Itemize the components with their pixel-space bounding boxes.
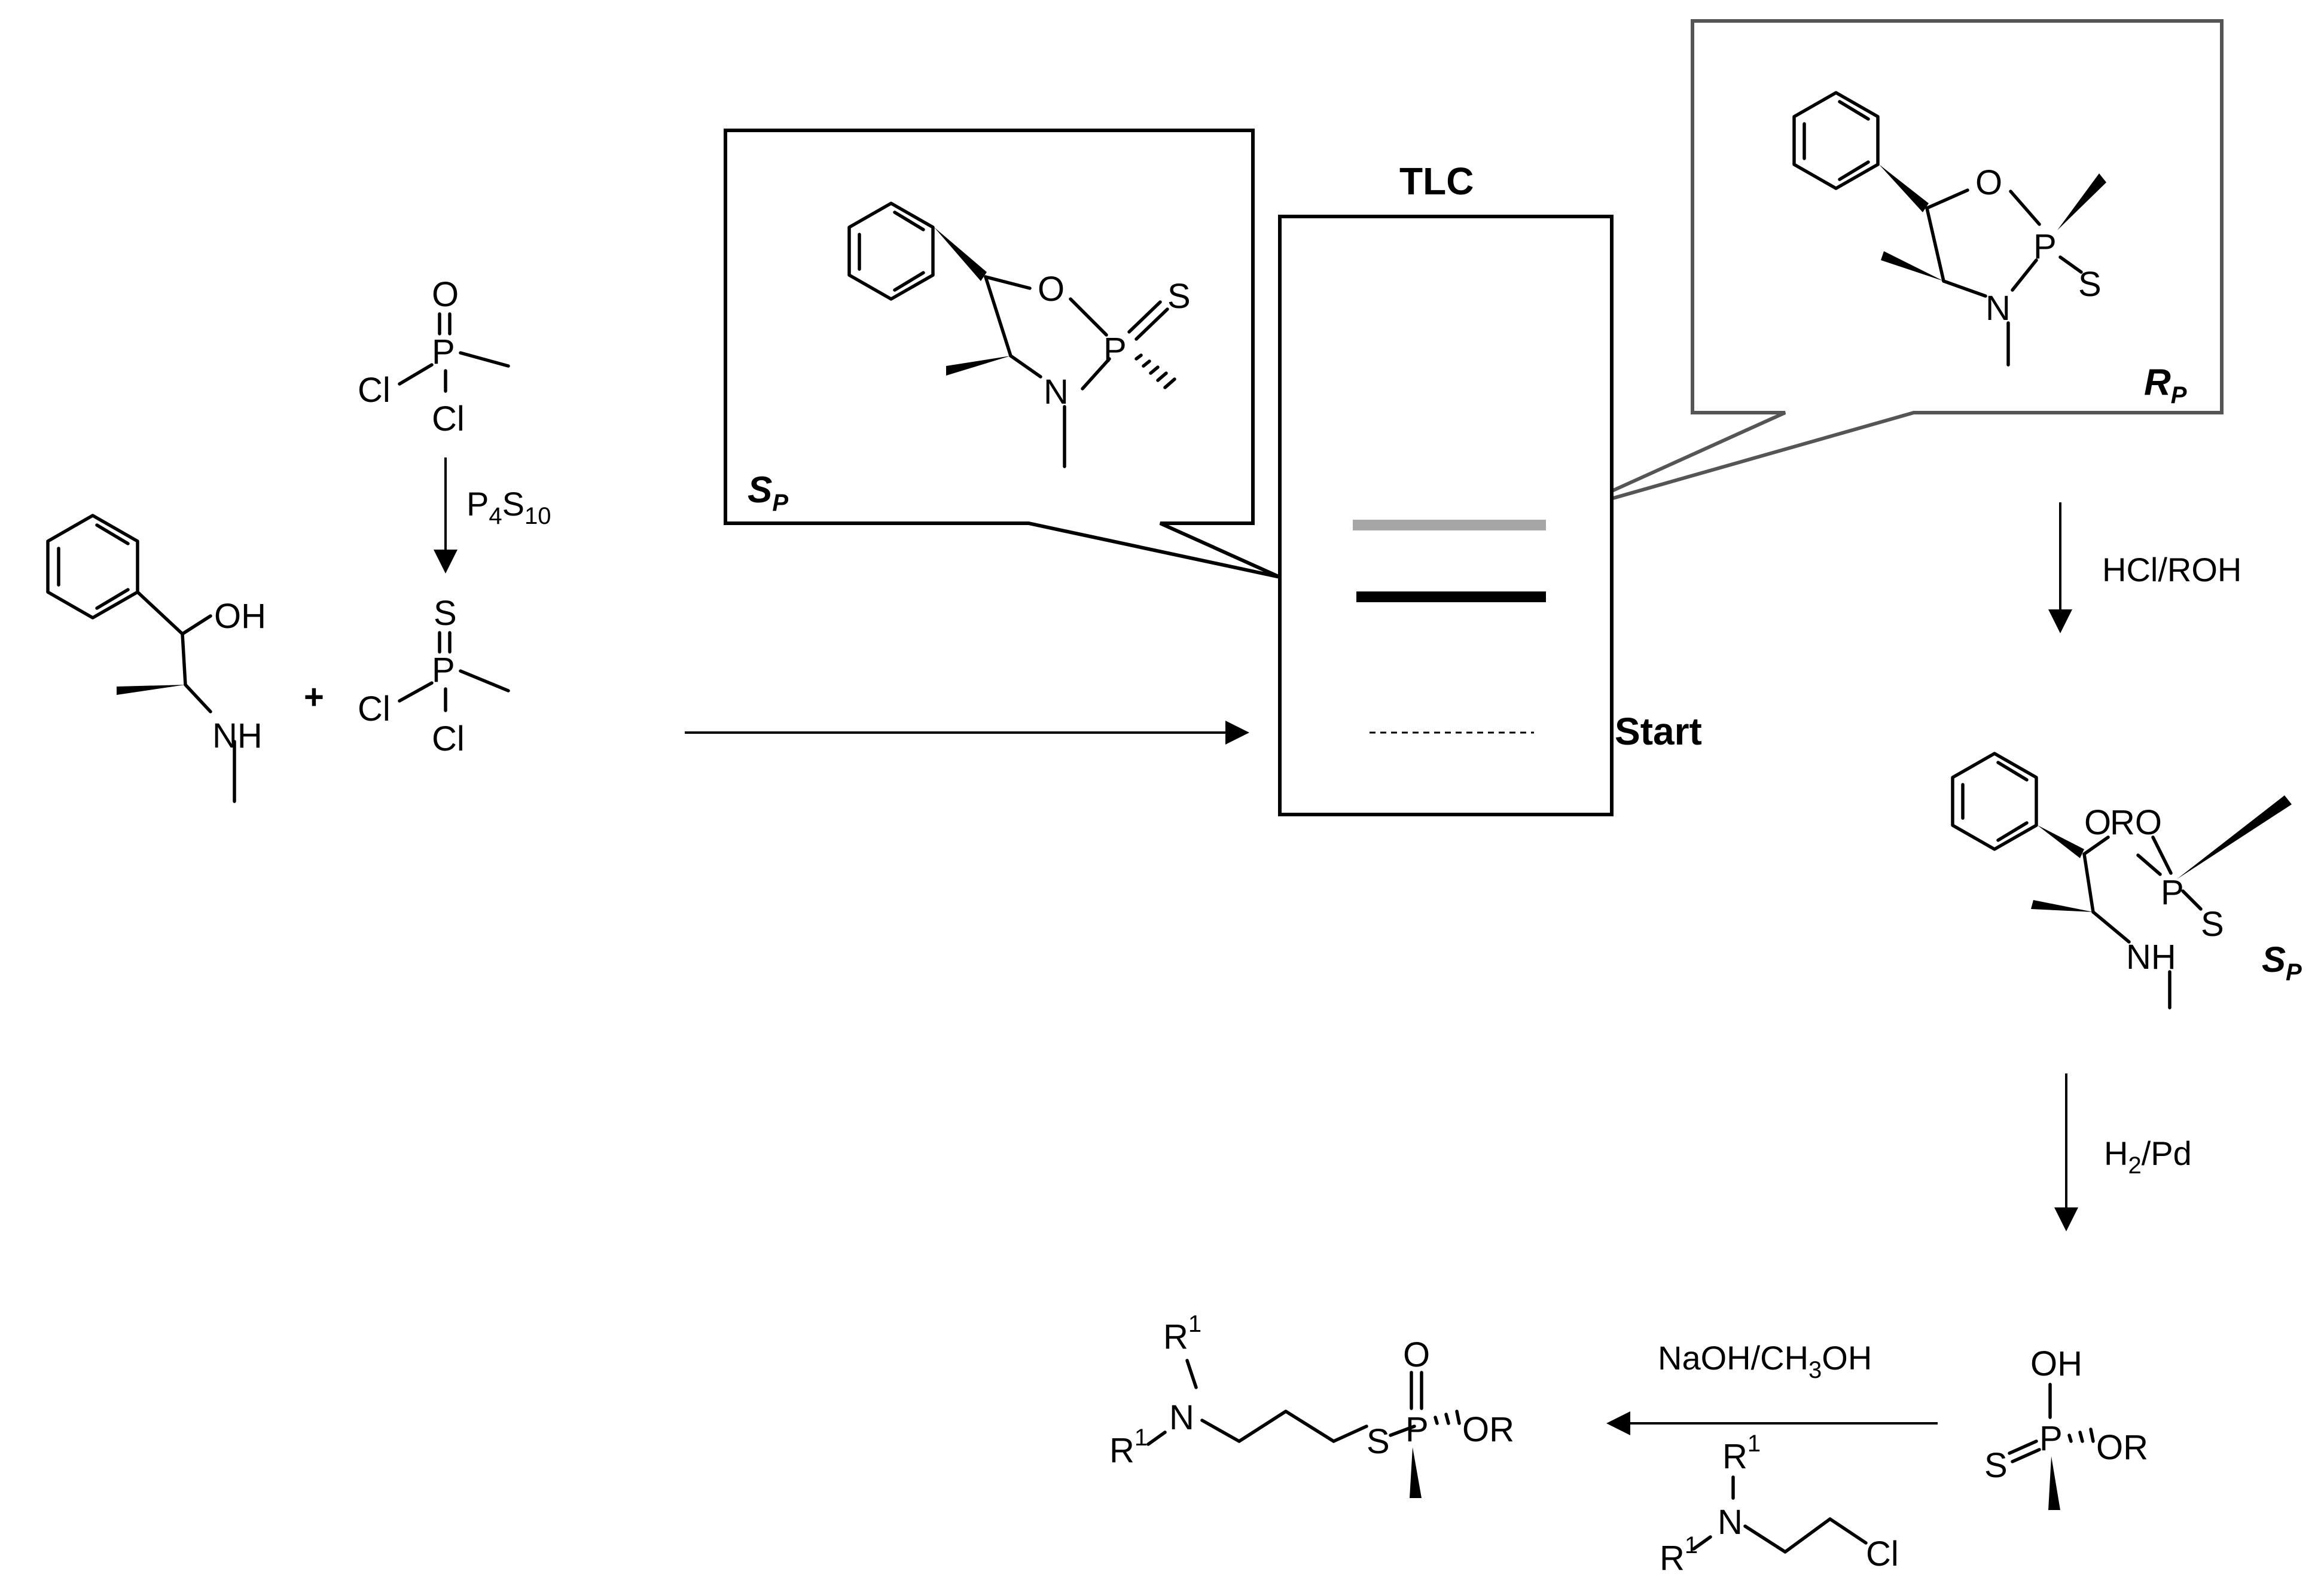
tlc-plate: TLC Start (1278, 160, 1702, 816)
p4s10-label: P4S10 (466, 485, 551, 529)
nh-label: NH (212, 716, 263, 755)
ephedrine-molecule: OH NH (46, 514, 266, 803)
svg-text:R1: R1 (1722, 1430, 1761, 1476)
or-label: OR (2096, 1428, 2148, 1467)
hashed-bond (2067, 1428, 2095, 1443)
thiophosphonic-acid: OH P S OR (1984, 1344, 2148, 1510)
p-label: P (432, 333, 455, 371)
hashed-bond (1434, 1410, 1461, 1425)
cl-label-4: Cl (432, 719, 465, 758)
o-label: O (2084, 803, 2111, 842)
ring-o-label: O (1038, 270, 1065, 309)
ring-opened-intermediate: RO O P S NH SP (1951, 752, 2302, 1009)
p-label: P (1405, 1410, 1429, 1449)
oh-label: OH (214, 597, 266, 636)
cl-label-3: Cl (358, 690, 391, 728)
thio-s-label: S (434, 594, 457, 633)
tlc-title: TLC (1399, 160, 1474, 203)
cl-label-1: Cl (358, 371, 391, 410)
callout-sp: O P S N SP (724, 129, 1281, 579)
hashed-methyl (1134, 353, 1176, 389)
ro-label: RO (2110, 803, 2162, 842)
naoh-label: NaOH/CH3OH (1658, 1339, 1872, 1383)
sp-label: SP (748, 469, 788, 516)
p-label: P (2161, 873, 2184, 912)
nh-label: NH (2126, 938, 2176, 977)
tlc-start-label: Start (1615, 710, 1702, 753)
methylphosphonic-dichloride: O P Cl Cl (358, 275, 510, 438)
ring-n-label: N (1044, 373, 1069, 411)
s-label: S (1984, 1446, 2008, 1485)
thio-s-label: S (1167, 277, 1191, 316)
callout-rp: O P S N RP (1566, 19, 2224, 513)
tlc-plate-outline (1278, 215, 1614, 816)
oh-label: OH (2030, 1344, 2082, 1383)
h2pd-label: H2/Pd (2104, 1134, 2192, 1179)
cl-label-2: Cl (432, 399, 465, 438)
plus-sign: + (304, 678, 324, 716)
oxo-o-label: O (432, 275, 459, 314)
svg-text:H2/Pd: H2/Pd (2104, 1134, 2192, 1179)
oxo-o-label: O (1403, 1335, 1430, 1374)
svg-text:R1: R1 (1163, 1311, 1201, 1356)
methylphosphonothioic-dichloride: S P Cl Cl (358, 594, 510, 758)
s-label: S (2201, 905, 2224, 944)
ring-p-label: P (1103, 331, 1127, 370)
s-label: S (1367, 1422, 1390, 1461)
svg-text:NaOH/CH3OH: NaOH/CH3OH (1658, 1339, 1872, 1383)
ring-p-label: P (2033, 227, 2057, 266)
n-label: N (1169, 1398, 1194, 1437)
n-label: N (1718, 1503, 1743, 1542)
v-agent-product: R1 N S P O OR R1 (1109, 1311, 1514, 1498)
cl-label: Cl (1866, 1535, 1899, 1573)
ring-o-label: O (1975, 163, 2002, 202)
ring-n-label: N (1986, 289, 2011, 328)
p-label: P (2039, 1419, 2063, 1458)
sp-label-intermediate: SP (2262, 940, 2302, 986)
p-label: P (432, 651, 455, 690)
svg-text:R1: R1 (1109, 1425, 1148, 1470)
hcl-roh-label: HCl/ROH (2102, 551, 2241, 588)
rp-label: RP (2144, 362, 2187, 408)
or-label: OR (1462, 1410, 1514, 1449)
svg-text:P4S10: P4S10 (466, 485, 551, 529)
chloroethylamine-reagent: R1 N Cl R1 (1660, 1430, 1899, 1578)
thio-s-label: S (2078, 265, 2102, 304)
svg-text:R1: R1 (1660, 1532, 1698, 1578)
